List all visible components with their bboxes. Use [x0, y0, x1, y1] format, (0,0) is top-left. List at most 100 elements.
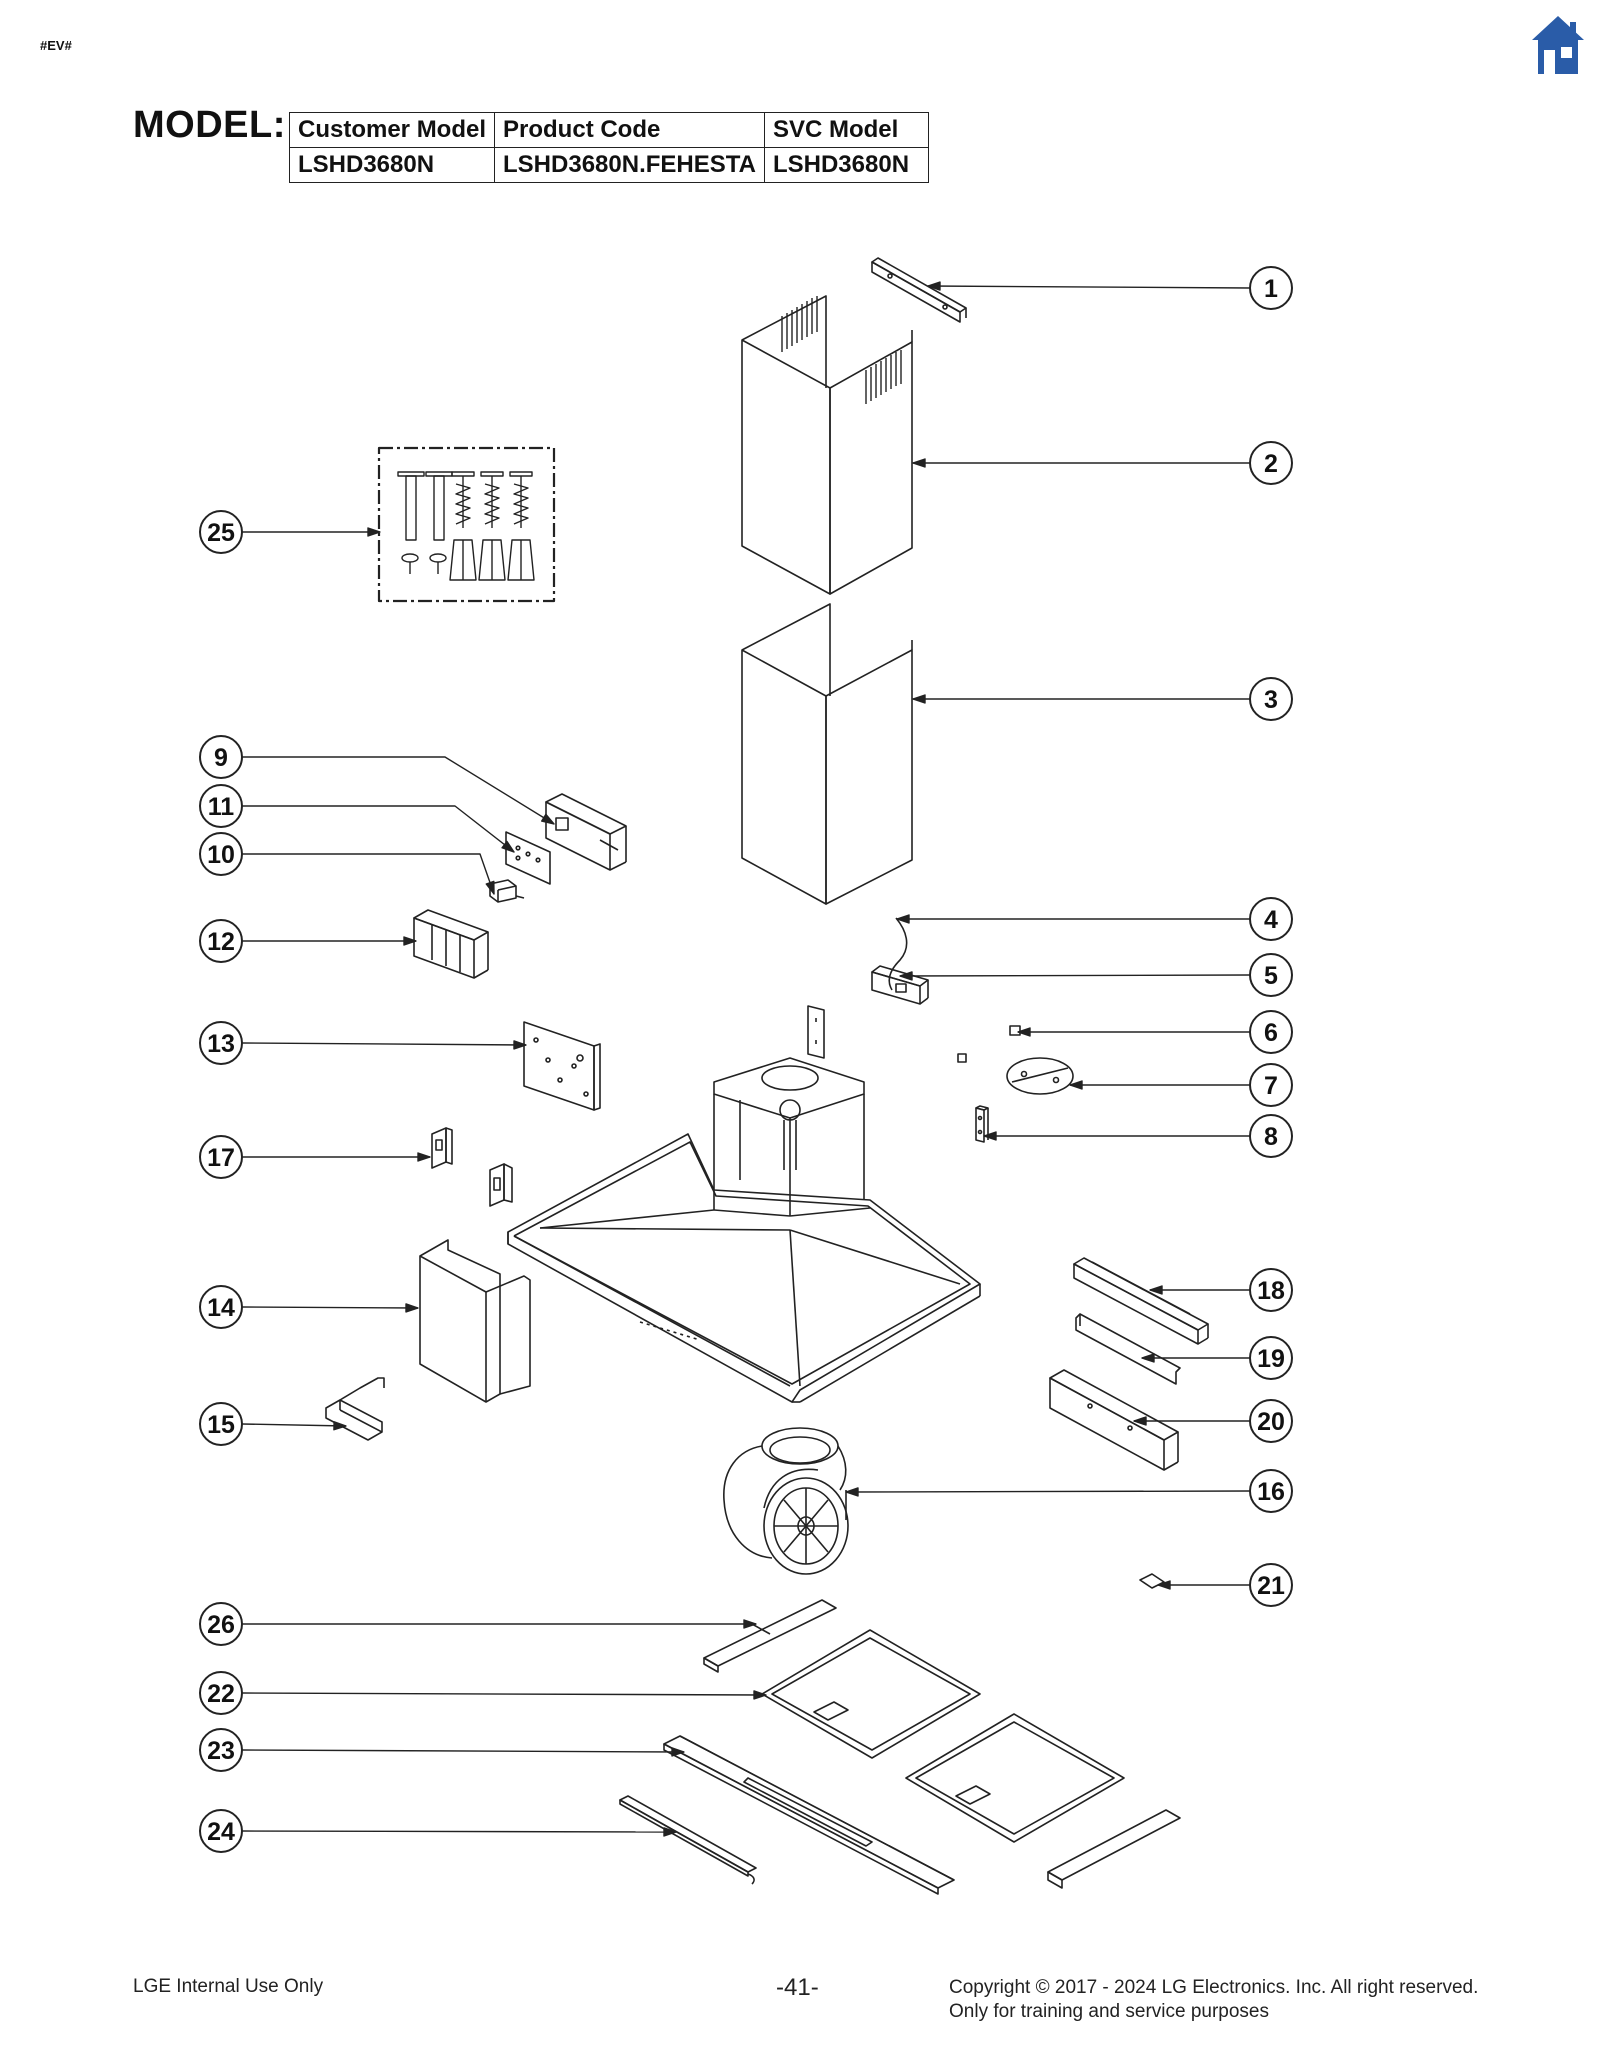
- arrowhead-11: [501, 840, 515, 853]
- arrowhead-8: [983, 1131, 997, 1141]
- callout-number-17: 17: [207, 1144, 235, 1172]
- leader-line-16: [845, 1490, 1251, 1493]
- part-side-cover: [419, 1239, 531, 1403]
- arrowhead-26: [743, 1619, 757, 1629]
- callout-circle-10: [199, 832, 243, 876]
- footer-internal-use: LGE Internal Use Only: [133, 1976, 324, 1997]
- part-small-clip: [1009, 1025, 1021, 1036]
- callout-number-15: 15: [207, 1411, 235, 1439]
- callout-circle-20: [1249, 1399, 1293, 1443]
- arrowhead-14: [405, 1303, 419, 1313]
- part-filter-frame: [663, 1735, 955, 1895]
- part-led-strip: [325, 1377, 385, 1441]
- part-control-pcb: [505, 831, 551, 885]
- callout-circle-9: [199, 735, 243, 779]
- part-front-trim: [1049, 1369, 1179, 1471]
- arrowhead-9: [540, 813, 555, 825]
- callout-number-7: 7: [1264, 1072, 1278, 1100]
- leader-line-1: [927, 285, 1251, 289]
- part-transformer: [489, 879, 525, 903]
- callout-circle-3: [1249, 677, 1293, 721]
- arrowhead-3: [912, 694, 926, 704]
- arrowhead-13: [513, 1040, 527, 1050]
- part-upper-chimney: [741, 295, 913, 595]
- part-grease-filter-right: [905, 1713, 1125, 1843]
- part-small-bracket: [431, 1127, 453, 1169]
- part-grease-filter-left: [761, 1629, 981, 1759]
- arrowhead-4: [896, 914, 910, 924]
- callout-circle-13: [199, 1021, 243, 1065]
- model-table: Customer Model Product Code SVC Model LS…: [288, 112, 929, 183]
- callout-labels: 1234567891011121314151617181920212223242…: [199, 266, 1293, 1853]
- arrowhead-17: [417, 1152, 431, 1162]
- leader-line-14: [241, 1306, 419, 1309]
- home-icon[interactable]: [1530, 14, 1586, 76]
- callout-circle-1: [1249, 266, 1293, 310]
- callout-number-16: 16: [1257, 1478, 1285, 1506]
- value-product-code: LSHD3680N.FEHESTA: [494, 147, 765, 183]
- callout-circle-5: [1249, 953, 1293, 997]
- callout-circle-7: [1249, 1063, 1293, 1107]
- callout-circle-4: [1249, 897, 1293, 941]
- leader-line-13: [241, 1042, 527, 1046]
- arrowhead-16: [845, 1487, 859, 1497]
- purpose-line: Only for training and service purposes: [949, 2001, 1269, 2022]
- part-blower-motor: [723, 1427, 849, 1575]
- callout-number-23: 23: [207, 1737, 235, 1765]
- leader-line-9: [242, 756, 555, 825]
- arrowhead-24: [663, 1827, 677, 1837]
- document-tag: #EV#: [40, 38, 72, 53]
- callout-number-19: 19: [1257, 1345, 1285, 1373]
- callout-circle-8: [1249, 1114, 1293, 1158]
- arrowhead-19: [1141, 1353, 1155, 1363]
- arrowhead-12: [403, 936, 417, 946]
- callout-circle-12: [199, 919, 243, 963]
- model-label: MODEL:: [133, 104, 286, 146]
- arrowhead-25: [367, 527, 381, 537]
- leader-line-5: [899, 974, 1251, 977]
- arrowhead-1: [927, 281, 941, 291]
- arrowhead-15: [333, 1421, 347, 1431]
- arrowhead-18: [1149, 1285, 1163, 1295]
- callout-number-10: 10: [207, 841, 235, 869]
- callout-circle-26: [199, 1602, 243, 1646]
- part-light-box: [1073, 1257, 1209, 1345]
- callout-circle-18: [1249, 1268, 1293, 1312]
- header-customer-model: Customer Model: [288, 112, 496, 148]
- callout-circle-11: [199, 784, 243, 828]
- part-front-strip: [703, 1599, 837, 1673]
- callout-number-25: 25: [207, 519, 235, 547]
- arrowhead-6: [1017, 1027, 1031, 1037]
- callout-number-24: 24: [207, 1818, 235, 1846]
- header-product-code: Product Code: [494, 112, 765, 148]
- callout-circle-16: [1249, 1469, 1293, 1513]
- part-main-pcb: [523, 1021, 601, 1111]
- leader-line-24: [241, 1830, 677, 1833]
- leader-line-11: [242, 805, 515, 853]
- callout-number-2: 2: [1264, 450, 1278, 478]
- leader-line-22: [241, 1692, 767, 1696]
- callout-number-18: 18: [1257, 1277, 1285, 1305]
- leader-line-15: [241, 1423, 347, 1427]
- arrowhead-2: [912, 458, 926, 468]
- callout-number-8: 8: [1264, 1123, 1278, 1151]
- callout-number-20: 20: [1257, 1408, 1285, 1436]
- callout-number-11: 11: [208, 793, 235, 821]
- callout-number-4: 4: [1264, 906, 1278, 934]
- part-top-bracket: [871, 257, 967, 323]
- arrowhead-7: [1069, 1080, 1083, 1090]
- part-hardware-kit: [377, 446, 556, 603]
- callout-circle-15: [199, 1402, 243, 1446]
- callout-number-3: 3: [1264, 686, 1278, 714]
- callout-number-5: 5: [1264, 962, 1278, 990]
- callout-number-6: 6: [1264, 1019, 1278, 1047]
- callout-number-13: 13: [207, 1030, 235, 1058]
- callout-circle-21: [1249, 1563, 1293, 1607]
- callout-circle-25: [199, 510, 243, 554]
- part-end-trim: [1047, 1809, 1181, 1889]
- part-lower-chimney: [741, 603, 913, 905]
- leader-line-10: [242, 853, 495, 895]
- arrowhead-21: [1157, 1580, 1171, 1590]
- callout-circle-19: [1249, 1336, 1293, 1380]
